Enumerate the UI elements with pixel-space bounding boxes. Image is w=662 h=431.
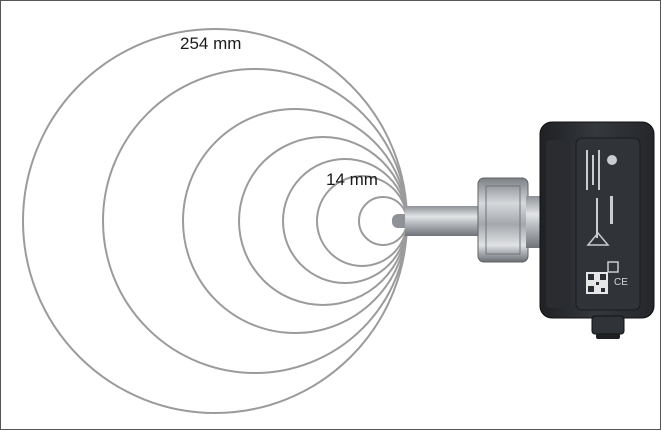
level-sensor-device-icon: CE: [392, 121, 655, 339]
range-circles: [22, 28, 408, 414]
range-circle-2: [102, 68, 408, 374]
probe-rod: [405, 206, 483, 236]
connector-plug: [591, 315, 625, 335]
inner-range-label: 14 mm: [326, 170, 378, 189]
svg-text:CE: CE: [614, 277, 628, 288]
outer-range-label: 254 mm: [180, 34, 242, 53]
range-circle-254mm: [22, 28, 408, 414]
